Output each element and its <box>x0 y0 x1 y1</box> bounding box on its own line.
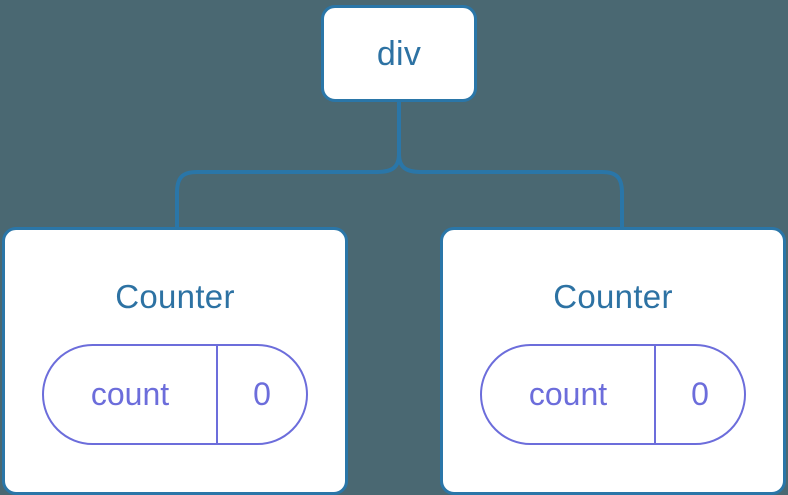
node-counter-right-label: Counter <box>553 278 673 315</box>
state-value-right-cell: 0 <box>656 346 744 443</box>
state-value-right: 0 <box>691 376 709 412</box>
state-key-right: count <box>528 376 608 412</box>
state-pill-right[interactable]: count 0 <box>480 344 746 445</box>
connector-branch-left <box>175 153 401 229</box>
node-counter-left[interactable]: Counter count 0 <box>2 227 348 495</box>
node-counter-left-label: Counter <box>115 278 235 315</box>
state-value-left-cell: 0 <box>218 346 306 443</box>
state-key-left: count <box>90 376 170 412</box>
node-div[interactable]: div <box>321 5 477 102</box>
state-key-left-cell: count <box>44 346 218 443</box>
node-counter-right[interactable]: Counter count 0 <box>440 227 786 495</box>
connector-branch-right <box>397 153 624 229</box>
state-key-right-cell: count <box>482 346 656 443</box>
state-value-left: 0 <box>253 376 271 412</box>
node-div-label: div <box>376 34 422 73</box>
state-pill-left[interactable]: count 0 <box>42 344 308 445</box>
